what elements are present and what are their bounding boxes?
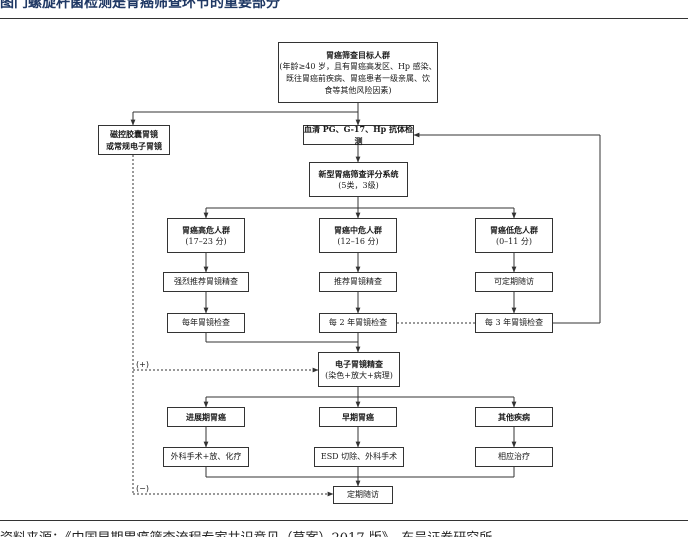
- bottom-rule: [0, 520, 688, 521]
- node-capsule-line-1: 磁控胶囊胃镜: [110, 129, 158, 139]
- node-regular-followup: 定期随访: [333, 486, 393, 504]
- node-endo-sub: (染色+放大+病理): [325, 370, 393, 380]
- node-capsule-line-2: 或常规电子胃镜: [106, 141, 162, 151]
- node-serum-test: 血清 PG、G-17、Hp 抗体检测: [303, 124, 414, 146]
- node-other-treatment: 相应治疗: [475, 447, 553, 467]
- node-adv-tx-text: 外科手术+放、化疗: [170, 452, 242, 461]
- node-mid-title: 胃癌中危人群: [334, 224, 382, 235]
- node-scoring-title: 新型胃癌筛查评分系统: [318, 168, 399, 179]
- source-note: 资料来源：《中国早期胃癌筛查流程专家共识意见（草案）2017 版》，东吴证券研究…: [0, 527, 492, 537]
- node-endoscopy-exam: 电子胃镜精查 (染色+放大+病理): [318, 352, 400, 387]
- node-scoring-sub: (5类，3级): [338, 180, 379, 190]
- node-high-action: 强烈推荐胃镜精查: [163, 272, 249, 292]
- node-mid-action-text: 推荐胃镜精查: [334, 277, 382, 286]
- node-target-line-2: 既往胃癌前疾病、胃癌患者一级亲属、饮: [286, 73, 430, 83]
- node-endo-title: 电子胃镜精查: [335, 358, 383, 369]
- node-early-tx-text: ESD 切除、外科手术: [320, 452, 398, 461]
- node-target-line-3: 食等其他风险因素): [324, 85, 392, 95]
- node-low-followup: 每 3 年胃镜检查: [475, 313, 553, 333]
- node-capsule-endoscopy: 磁控胶囊胃镜 或常规电子胃镜: [98, 125, 170, 155]
- node-other-title: 其他疾病: [498, 412, 530, 422]
- node-early-title: 早期胃癌: [342, 412, 374, 422]
- node-low-sub: (0–11 分): [495, 236, 533, 246]
- node-high-sub: (17–23 分): [185, 236, 227, 246]
- node-advanced-treatment: 外科手术+放、化疗: [163, 447, 249, 467]
- node-followup-text: 定期随访: [347, 490, 379, 499]
- node-advanced-cancer: 进展期胃癌: [167, 407, 245, 427]
- node-target-title: 胃癌筛查目标人群: [326, 49, 390, 60]
- node-high-title: 胃癌高危人群: [182, 224, 230, 235]
- node-mid-followup: 每 2 年胃镜检查: [319, 313, 397, 333]
- label-positive: (+): [136, 360, 149, 369]
- node-low-action: 可定期随访: [475, 272, 553, 292]
- node-mid-action: 推荐胃镜精查: [319, 272, 397, 292]
- node-low-risk: 胃癌低危人群 (0–11 分): [475, 218, 553, 253]
- source-note-bar: 资料来源：《中国早期胃癌筛查流程专家共识意见（草案）2017 版》，东吴证券研究…: [0, 525, 688, 537]
- node-other-disease: 其他疾病: [475, 407, 553, 427]
- node-high-risk: 胃癌高危人群 (17–23 分): [167, 218, 245, 253]
- node-low-action-text: 可定期随访: [494, 277, 534, 286]
- node-low-title: 胃癌低危人群: [490, 224, 538, 235]
- node-target-line-1: (年龄≥40 岁，且有胃癌高发区、Hp 感染、: [279, 61, 437, 71]
- top-rule: [0, 18, 688, 19]
- node-early-treatment: ESD 切除、外科手术: [314, 447, 404, 467]
- node-high-followup-text: 每年胃镜检查: [182, 318, 230, 327]
- figure-title: 图门螺旋杆菌检测是胃癌筛查环节的重要部分: [0, 0, 280, 11]
- node-mid-risk: 胃癌中危人群 (12–16 分): [319, 218, 397, 253]
- figure-title-bar: 图门螺旋杆菌检测是胃癌筛查环节的重要部分: [0, 0, 688, 18]
- node-mid-sub: (12–16 分): [337, 236, 379, 246]
- node-other-tx-text: 相应治疗: [498, 452, 530, 461]
- node-target-population: 胃癌筛查目标人群 (年龄≥40 岁，且有胃癌高发区、Hp 感染、 既往胃癌前疾病…: [278, 42, 438, 103]
- node-high-followup: 每年胃镜检查: [167, 313, 245, 333]
- label-negative: (−): [136, 484, 149, 493]
- node-low-followup-text: 每 3 年胃镜检查: [484, 318, 544, 327]
- node-adv-title: 进展期胃癌: [186, 412, 226, 422]
- node-serum-title: 血清 PG、G-17、Hp 抗体检测: [304, 124, 414, 146]
- node-high-action-text: 强烈推荐胃镜精查: [174, 277, 238, 286]
- node-scoring-system: 新型胃癌筛查评分系统 (5类，3级): [309, 162, 408, 197]
- node-mid-followup-text: 每 2 年胃镜检查: [328, 318, 388, 327]
- node-early-cancer: 早期胃癌: [319, 407, 397, 427]
